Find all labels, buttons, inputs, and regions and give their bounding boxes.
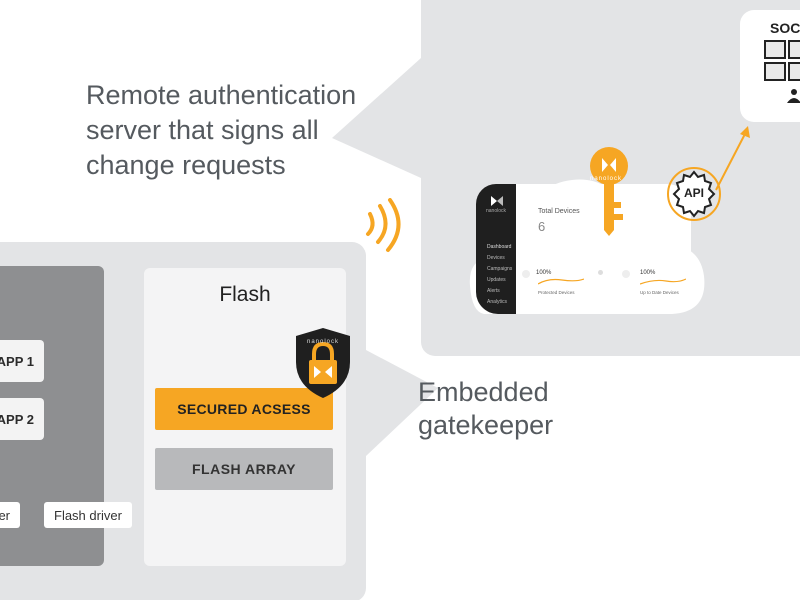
dashboard-card: Total Devices 6 100% Protected Devices 1… [516,184,691,314]
stat-divider-dot [598,270,603,275]
secured-access-block: SECURED ACSESS [155,388,333,430]
api-gear-icon [667,167,721,221]
soc-screen-2 [788,40,800,59]
app-2-block: APP 2 [0,398,44,440]
flash-driver-chip: Flash driver [44,502,132,528]
up-to-date-sparkline [640,278,686,285]
app-1-block: APP 1 [0,340,44,382]
total-devices-value: 6 [538,219,546,234]
soc-screen-4 [788,62,800,81]
embedded-caption-line-2: gatekeeper [418,410,554,440]
soc-screen-1 [764,40,786,59]
arrow-icon [715,126,750,191]
remote-caption-line-1: Remote authentication [86,80,357,110]
soc-screen-3 [764,62,786,81]
flash-array-block: FLASH ARRAY [155,448,333,490]
soc-title: SOC [770,20,800,36]
api-label: API [683,186,704,200]
padlock-shield-icon [296,328,350,398]
embedded-gatekeeper-caption: Embedded gatekeeper [418,376,638,442]
key-brand-name: nanolock [590,176,623,182]
up-to-date-label: Up to Date Devices [640,290,679,295]
remote-caption-line-2: server that signs all [86,115,319,145]
driver-chip-left: er [0,502,20,528]
sidebar-item-campaigns[interactable]: Campaigns [487,266,513,272]
soc-operator-icon [787,89,800,103]
sidebar-item-devices[interactable]: Devices [487,255,505,261]
total-devices-label: Total Devices [538,208,580,215]
sidebar-item-alerts[interactable]: Alerts [487,288,500,294]
key-icon [590,147,628,236]
sidebar-item-analytics[interactable]: Analytics [487,299,508,305]
protected-devices-sparkline [538,278,584,285]
sidebar-item-dashboard[interactable]: Dashboard [487,244,512,250]
wireless-signal-icon [366,198,401,252]
embedded-callout-tail [366,350,438,456]
protected-devices-label: Protected Devices [538,290,575,295]
remote-server-caption: Remote authentication server that signs … [86,78,406,183]
stat2-icon [622,270,630,278]
flash-title: Flash [219,283,271,306]
up-to-date-value: 100% [640,270,656,276]
remote-caption-line-3: change requests [86,150,286,180]
soc-monitor-icon [764,40,800,86]
sidebar-brand-name: nanolock [486,208,507,214]
dashboard-sidebar: nanolock Dashboard Devices Campaigns Upd… [476,184,518,314]
sidebar-item-updates[interactable]: Updates [487,277,506,283]
protected-devices-value: 100% [536,270,552,276]
stat1-icon [522,270,530,278]
remote-callout-tail [332,58,421,178]
embedded-caption-line-1: Embedded [418,377,549,407]
shield-brand-name: nanolock [306,339,340,345]
nanolock-logo-icon [491,196,503,206]
